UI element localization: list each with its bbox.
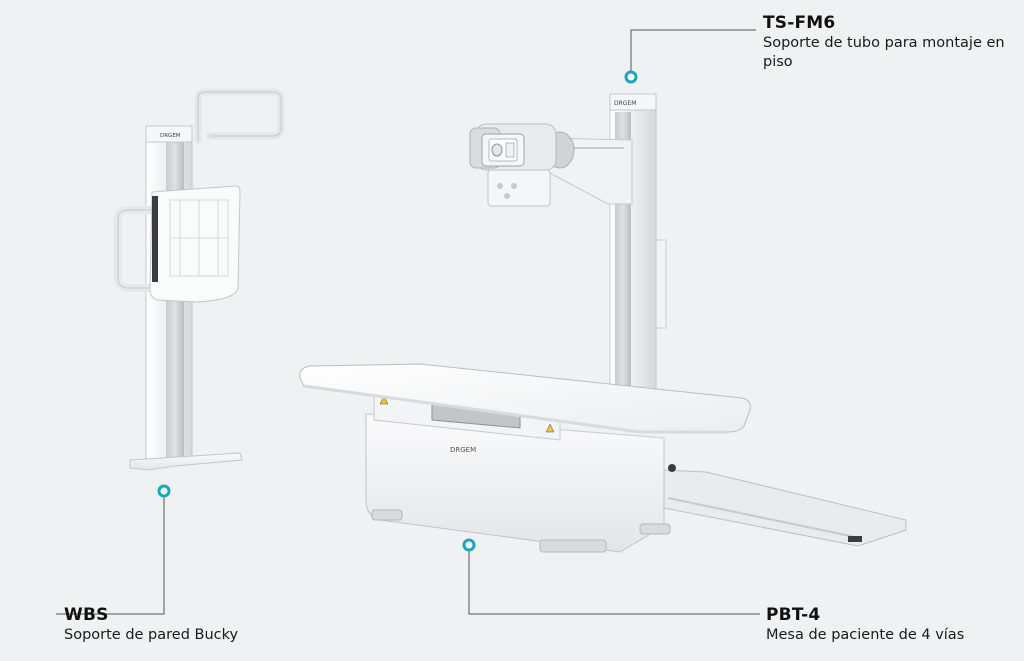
marker-dot-pbt-4 (462, 538, 476, 552)
patient-table: DRGEM (299, 363, 907, 553)
pbt4-brand-logo: DRGEM (450, 446, 476, 454)
callout-wbs (56, 484, 171, 615)
callout-ts-fm6 (624, 29, 756, 84)
product-description: Soporte de tubo para montaje en piso (763, 35, 1005, 70)
product-code: TS-FM6 (763, 13, 836, 33)
product-code: WBS (64, 605, 109, 625)
product-description: Soporte de pared Bucky (64, 627, 239, 643)
tsfm6-brand-logo: DRGEM (614, 100, 636, 107)
label-pbt-4: PBT-4 Mesa de paciente de 4 vías (766, 604, 964, 645)
marker-dot-ts-fm6 (624, 70, 638, 84)
pbt4-table-top (299, 363, 751, 433)
wbs-brand-logo: DRGEM (160, 133, 181, 139)
pbt4-floor-rail (663, 469, 907, 547)
label-ts-fm6: TS-FM6 Soporte de tubo para montaje en p… (763, 12, 1013, 72)
product-description: Mesa de paciente de 4 vías (766, 627, 965, 643)
wbs-base (129, 452, 243, 471)
label-wbs: WBS Soporte de pared Bucky (64, 604, 238, 645)
marker-dot-wbs (157, 484, 171, 498)
floor-mount-tube-stand: DRGEM (469, 93, 667, 395)
wall-bucky-stand: DRGEM (114, 88, 285, 471)
wbs-detector-panel (149, 185, 241, 303)
wbs-top-handle (194, 88, 285, 144)
product-code: PBT-4 (766, 605, 821, 625)
callout-pbt-4 (462, 538, 760, 615)
